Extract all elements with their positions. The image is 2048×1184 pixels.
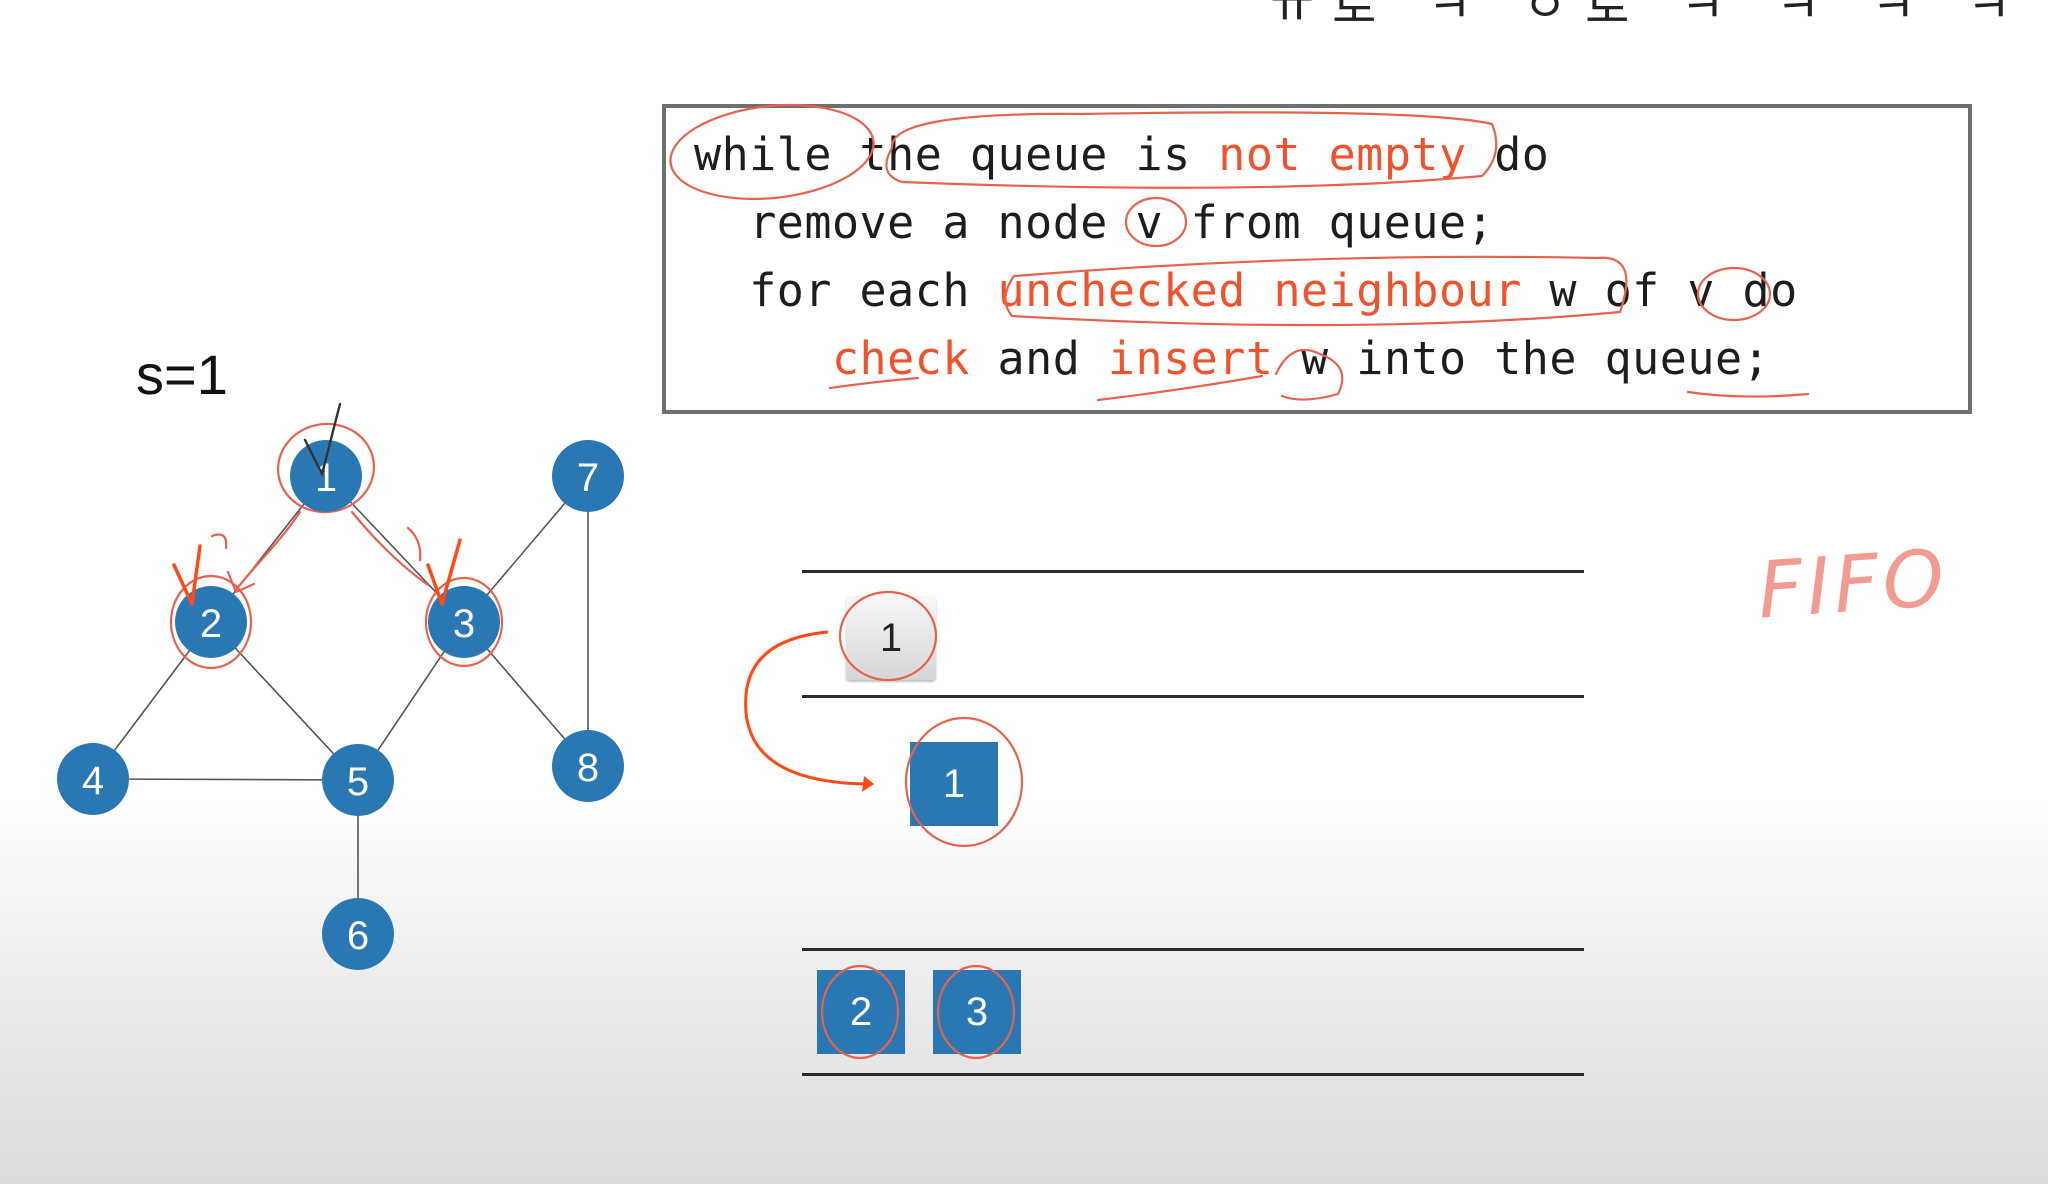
- circle-around-v-line3: [1696, 266, 1772, 322]
- graph-node-label: 1: [315, 456, 337, 500]
- graph-node-label: 8: [577, 746, 599, 790]
- removed-node-v: 1: [910, 742, 998, 826]
- graph-node-label: 5: [347, 760, 369, 804]
- dequeue-arrowhead: [862, 776, 874, 792]
- dequeue-arrow: [744, 630, 867, 786]
- code-text: w into the queue;: [1273, 332, 1771, 385]
- queue2-top-line: [802, 948, 1584, 951]
- check-mark-node-1: [303, 402, 342, 478]
- fifo-annotation: FIFO: [1755, 533, 1952, 637]
- graph-nodes: 1 2 3 4 5 6 7 8: [57, 440, 624, 970]
- circle-around-v-line2: [1124, 196, 1188, 248]
- code-highlight-unchecked-neighbour: unchecked neighbour: [997, 264, 1522, 317]
- graph-node-circle: [322, 898, 394, 970]
- graph-node-6: 6: [322, 898, 394, 970]
- loop-around-w: [1274, 348, 1344, 401]
- circle-around-node-3: [424, 576, 504, 668]
- graph-node-circle: [552, 730, 624, 802]
- code-line-4: check and insert w into the queue;: [694, 332, 1770, 385]
- code-text: do: [1466, 128, 1550, 181]
- graph-edge-4-5: [92, 778, 359, 781]
- graph-node-circle: [322, 744, 394, 816]
- code-line-1: while the queue is not empty do: [694, 128, 1549, 181]
- underline-insert: [1096, 374, 1264, 402]
- slide-title-fragment: ㅠ로 ㅋ ㅇ로 ㅋ ㅋ ㅋ ㅋ: [1270, 0, 2029, 34]
- code-highlight-insert: insert: [1107, 332, 1274, 385]
- circle-around-queue-3: [936, 964, 1016, 1060]
- graph-node-circle: [57, 743, 129, 815]
- graph-annotations: [169, 422, 504, 670]
- queue2-bottom-line: [802, 1073, 1584, 1076]
- pseudocode-box: while the queue is not empty do remove a…: [662, 103, 1972, 414]
- graph-node-5: 5: [322, 744, 394, 816]
- arrow-1-to-2: [226, 510, 302, 594]
- code-highlight-not-empty: not empty: [1218, 128, 1467, 181]
- queue-bottom-line: [802, 695, 1584, 698]
- code-annotations: [669, 103, 1810, 402]
- graph-node-circle: [290, 440, 362, 512]
- code-text: remove a node v from queue;: [749, 196, 1495, 249]
- code-line-2: remove a node v from queue;: [694, 196, 1494, 249]
- graph-node-circle: [428, 586, 500, 658]
- graph-node-4: 4: [57, 743, 129, 815]
- check-mark-node-2: [172, 544, 202, 606]
- circle-around-node-2: [169, 574, 253, 670]
- graph-node-label: 7: [577, 456, 599, 500]
- curl-near-2: [210, 533, 228, 550]
- graph-node-7: 7: [552, 440, 624, 512]
- graph-node-label: 3: [453, 602, 475, 646]
- queue-front-item: 1: [846, 596, 936, 680]
- arrow-1-to-3: [350, 510, 430, 587]
- underline-queue: [1686, 390, 1810, 398]
- underline-check: [828, 376, 920, 390]
- loop-around-queue-condition: [885, 111, 1498, 189]
- graph-node-label: 2: [200, 602, 222, 646]
- underline-unchecked-neighbour: [1004, 255, 1628, 327]
- source-node-label: s=1: [136, 343, 228, 406]
- code-text: the queue is: [831, 128, 1219, 181]
- code-highlight-check: check: [831, 332, 970, 385]
- circle-around-removed-node: [904, 716, 1024, 848]
- circle-around-while: [669, 103, 875, 201]
- graph-node-3: 3: [428, 586, 500, 658]
- code-text: and: [969, 332, 1108, 385]
- code-keyword-while: while: [694, 128, 832, 181]
- graph-node-1: 1: [290, 440, 362, 512]
- code-text: w of v do: [1521, 264, 1798, 317]
- graph-node-circle: [552, 440, 624, 512]
- check-mark-node-3: [426, 538, 462, 606]
- queue-top-line: [802, 570, 1584, 573]
- circle-around-node-1: [276, 422, 376, 514]
- circle-around-queue-2: [820, 964, 900, 1060]
- circle-around-front-item: [838, 590, 938, 682]
- graph-node-8: 8: [552, 730, 624, 802]
- graph-node-label: 6: [347, 914, 369, 958]
- code-line-3: for each unchecked neighbour w of v do: [694, 264, 1798, 317]
- graph-node-label: 4: [82, 759, 104, 803]
- code-text: for each: [749, 264, 998, 317]
